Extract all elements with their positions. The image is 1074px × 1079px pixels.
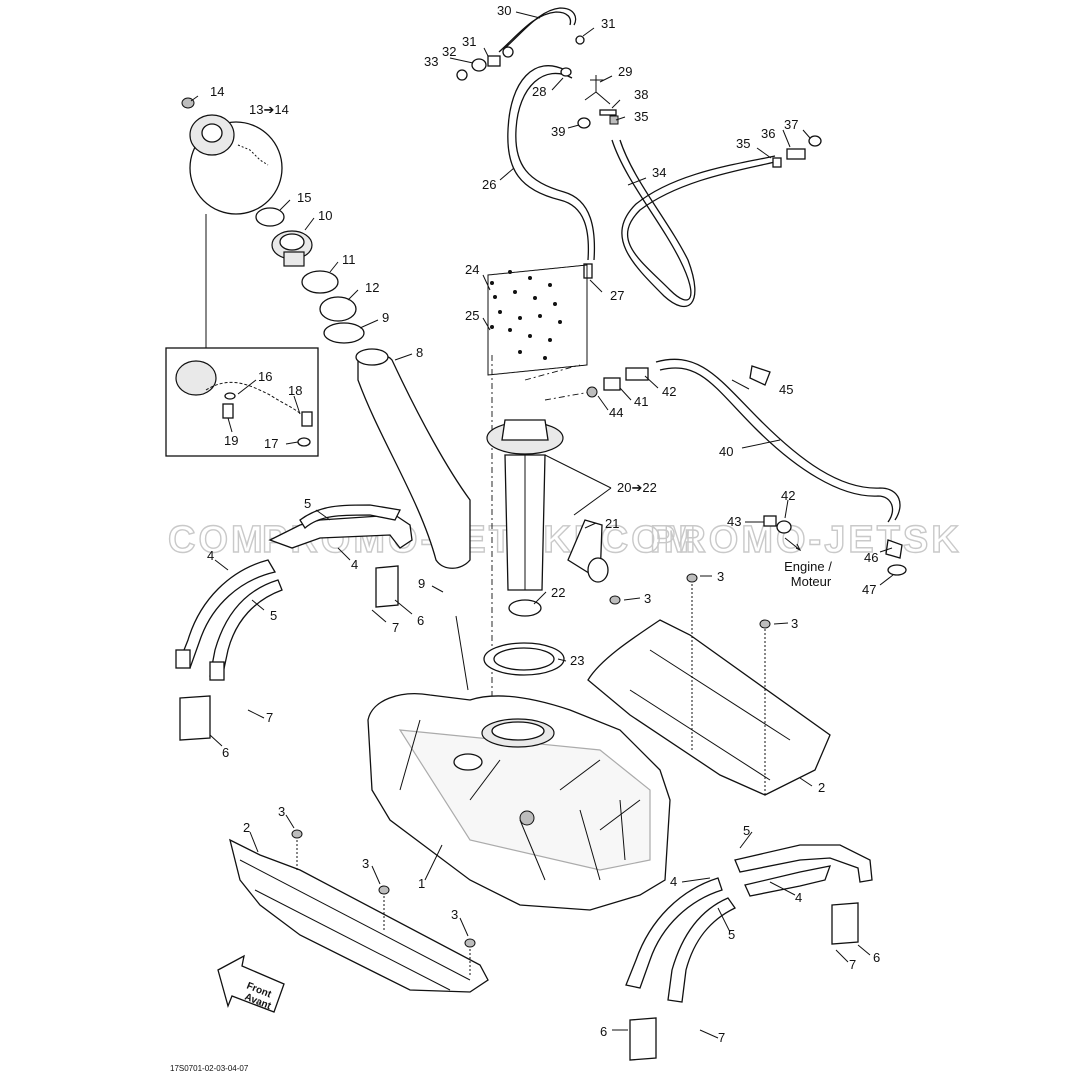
callout-8: 8 — [416, 345, 423, 360]
callout-33: 33 — [424, 54, 438, 69]
callout-20-22: 20➔22 — [617, 480, 657, 495]
callout-36: 36 — [761, 126, 775, 141]
callout-1: 1 — [418, 876, 425, 891]
callout-6-upper: 6 — [417, 613, 424, 628]
watermark-left: COM — [168, 519, 266, 561]
callout-46: 46 — [864, 550, 878, 565]
callout-6-left: 6 — [222, 745, 229, 760]
callout-labels: 30 31 31 32 33 29 28 38 39 35 35 36 37 3… — [207, 3, 880, 1045]
callout-4-right-b: 4 — [795, 890, 802, 905]
drawing-code: 17S0701-02-03-04-07 — [170, 1064, 249, 1073]
moteur-label: Moteur — [791, 574, 832, 589]
callout-26: 26 — [482, 177, 496, 192]
callout-30: 30 — [497, 3, 511, 18]
leader-lines — [190, 11, 894, 1039]
callout-44: 44 — [609, 405, 623, 420]
callout-22: 22 — [551, 585, 565, 600]
callout-42-upper: 42 — [662, 384, 676, 399]
fuel-line — [586, 358, 907, 576]
callout-6-right: 6 — [873, 950, 880, 965]
callout-7-bottom: 7 — [718, 1030, 725, 1045]
callout-7-right: 7 — [849, 957, 856, 972]
callout-43: 43 — [727, 514, 741, 529]
callout-14: 14 — [210, 84, 224, 99]
callout-2-right: 2 — [818, 780, 825, 795]
callout-7-upper: 7 — [392, 620, 399, 635]
callout-25: 25 — [465, 308, 479, 323]
tether-inset — [165, 347, 319, 457]
callout-45: 45 — [779, 382, 793, 397]
callout-7-left: 7 — [266, 710, 273, 725]
skid-plate-left — [229, 829, 489, 993]
callout-28: 28 — [532, 84, 546, 99]
callout-9-lower: 9 — [418, 576, 425, 591]
callout-5-right: 5 — [743, 823, 750, 838]
callout-4-upper: 4 — [351, 557, 358, 572]
callout-31-right: 31 — [601, 16, 615, 31]
callout-40: 40 — [719, 444, 733, 459]
callout-5-upper: 5 — [304, 496, 311, 511]
fuel-tank — [367, 693, 671, 911]
callout-2-left: 2 — [243, 820, 250, 835]
vent-hose-group — [456, 7, 822, 307]
callout-19: 19 — [224, 433, 238, 448]
callout-12: 12 — [365, 280, 379, 295]
callout-3-e: 3 — [362, 856, 369, 871]
callout-6-bottom: 6 — [600, 1024, 607, 1039]
callout-21: 21 — [605, 516, 619, 531]
callout-34: 34 — [652, 165, 666, 180]
callout-3-b: 3 — [644, 591, 651, 606]
callout-32: 32 — [442, 44, 456, 59]
callout-24: 24 — [465, 262, 479, 277]
callout-37: 37 — [784, 117, 798, 132]
callout-3-a: 3 — [717, 569, 724, 584]
callout-29: 29 — [618, 64, 632, 79]
callout-15: 15 — [297, 190, 311, 205]
straps-lower-right — [625, 844, 873, 1061]
callout-13: 13➔14 — [249, 102, 289, 117]
callout-5-left: 5 — [270, 608, 277, 623]
watermark-right: PROMO-JETSK — [650, 519, 962, 561]
fuel-cap-assembly — [181, 97, 471, 569]
callout-4-left: 4 — [207, 548, 214, 563]
callout-4-right-a: 4 — [670, 874, 677, 889]
callout-16: 16 — [258, 369, 272, 384]
callout-27: 27 — [610, 288, 624, 303]
callout-18: 18 — [288, 383, 302, 398]
callout-41: 41 — [634, 394, 648, 409]
callout-42-lower: 42 — [781, 488, 795, 503]
engine-label: Engine / — [784, 559, 832, 574]
front-arrow: Front Avant — [217, 954, 285, 1013]
callout-3-f: 3 — [451, 907, 458, 922]
callout-10: 10 — [318, 208, 332, 223]
callout-17: 17 — [264, 436, 278, 451]
callout-31-left: 31 — [462, 34, 476, 49]
callout-23: 23 — [570, 653, 584, 668]
straps-upper-left — [175, 504, 413, 741]
skid-plate-right — [587, 573, 831, 796]
callout-3-d: 3 — [278, 804, 285, 819]
callout-38: 38 — [634, 87, 648, 102]
callout-11: 11 — [342, 252, 356, 267]
callout-35-lower: 35 — [736, 136, 750, 151]
callout-39: 39 — [551, 124, 565, 139]
callout-47: 47 — [862, 582, 876, 597]
fuel-pump-assembly — [483, 264, 609, 800]
callout-3-c: 3 — [791, 616, 798, 631]
callout-9-upper: 9 — [382, 310, 389, 325]
callout-35-upper: 35 — [634, 109, 648, 124]
callout-5-right-b: 5 — [728, 927, 735, 942]
